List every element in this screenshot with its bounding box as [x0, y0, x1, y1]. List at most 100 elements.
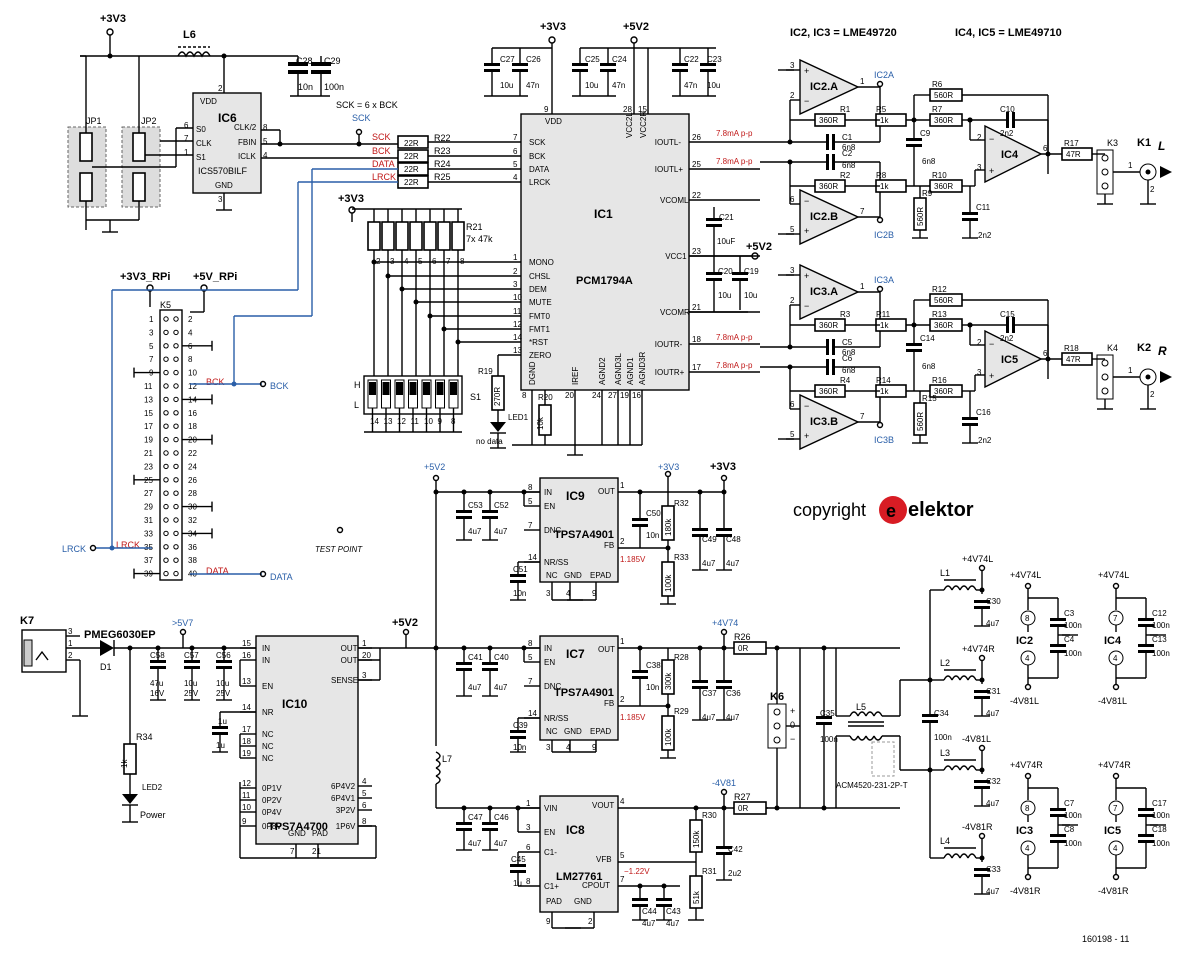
svg-text:SCK: SCK	[352, 113, 371, 123]
label: 4	[1025, 844, 1030, 853]
svg-text:15: 15	[638, 105, 647, 114]
label: 10	[513, 293, 522, 302]
label: C41	[468, 653, 483, 662]
label: 3	[513, 280, 518, 289]
label: 7	[513, 133, 518, 142]
svg-text:C20: C20	[718, 267, 733, 276]
svg-text:IC2, IC3 = LME49720: IC2, IC3 = LME49720	[790, 27, 897, 39]
label: R28	[674, 653, 689, 662]
capacitor	[716, 528, 732, 531]
label: C16	[976, 408, 991, 417]
resistor	[423, 221, 437, 251]
label: 3	[790, 266, 795, 275]
label: 27	[608, 391, 617, 400]
svg-text:7.8mA p-p: 7.8mA p-p	[716, 361, 753, 370]
svg-text:LED2: LED2	[142, 783, 163, 792]
svg-text:no data: no data	[476, 437, 503, 446]
label: IC3B	[874, 435, 894, 445]
svg-text:BCK: BCK	[206, 377, 225, 387]
label: C46	[494, 813, 509, 822]
label: L5	[856, 702, 866, 712]
label: 8	[526, 877, 531, 886]
label: 2n2	[1000, 334, 1014, 343]
label: 0R	[738, 804, 748, 813]
svg-text:PCM1794A: PCM1794A	[576, 275, 633, 287]
label: 11	[242, 791, 251, 800]
label: L7	[442, 754, 452, 764]
resistor	[451, 221, 465, 251]
label: IN	[262, 656, 270, 665]
label: -4V81R	[1010, 886, 1041, 896]
svg-text:1: 1	[184, 148, 189, 157]
ic10-pins: 15IN16IN13EN14NR17NC18NC19NC120P1V110P2V…	[239, 639, 372, 858]
svg-text:3: 3	[68, 627, 73, 636]
label: 300k	[664, 672, 673, 690]
svg-text:9: 9	[544, 105, 549, 114]
label: IOUTR+	[655, 368, 685, 377]
label: R33	[674, 553, 689, 562]
label: −	[804, 401, 809, 411]
capacitor	[826, 339, 829, 355]
label: 16	[242, 651, 251, 660]
label: 2u2	[728, 869, 742, 878]
label: EN	[262, 682, 273, 691]
svg-text:C25: C25	[585, 55, 600, 64]
label: 2	[1150, 185, 1155, 194]
label: BCK	[529, 152, 546, 161]
label: 8	[1025, 614, 1030, 623]
svg-text:10uF: 10uF	[717, 237, 735, 246]
label: 29	[144, 503, 153, 512]
supply-distribution: 0RR260RR27K6+0−C35100nL5ACM4520-231-2P-T…	[724, 554, 1170, 896]
label: K3	[1107, 138, 1118, 148]
svg-text:+5V2: +5V2	[746, 241, 772, 253]
svg-text:JP1: JP1	[86, 116, 102, 126]
svg-text:S0: S0	[196, 125, 206, 134]
power-input: K7 312 PMEG6030EP D1 >5V7 1k R34 LED2 Po…	[20, 615, 436, 859]
top-decoupling: C27 C26 C25 C24 C22 C23 10u 47n 10u 47n …	[484, 48, 722, 97]
label: EPAD	[590, 571, 611, 580]
label: 5	[528, 497, 533, 506]
label: 10u	[216, 679, 229, 688]
svg-text:SCK = 6 x BCK: SCK = 6 x BCK	[336, 100, 398, 110]
clock-section: +3V3 L6 C28 C29 10n 100n VDD IC6 S0 CLK …	[67, 13, 398, 233]
label: C44	[642, 907, 657, 916]
label: 4u7	[468, 527, 482, 536]
regulator-chip	[539, 477, 619, 583]
capacitor	[184, 660, 200, 663]
label: OUT	[341, 656, 358, 665]
svg-text:1u: 1u	[218, 717, 227, 726]
label: 6n8	[842, 348, 856, 357]
label: 31	[144, 516, 153, 525]
label: -4V81L	[962, 734, 991, 744]
label: 19	[242, 749, 251, 758]
svg-text:28: 28	[623, 105, 632, 114]
label: FMT0	[529, 312, 550, 321]
label: 100n	[1152, 621, 1170, 630]
opamp	[799, 58, 860, 116]
copyright-logo: copyright e elektor	[793, 496, 974, 524]
label: 25V	[184, 689, 199, 698]
label: CHSL	[529, 272, 551, 281]
label: 560R	[934, 296, 953, 305]
label: 2	[977, 133, 982, 142]
svg-text:6: 6	[184, 121, 189, 130]
svg-text:DATA: DATA	[206, 566, 229, 576]
svg-text:2: 2	[68, 651, 73, 660]
label: 25	[692, 160, 701, 169]
label: 19	[620, 391, 629, 400]
label: R	[1158, 344, 1167, 358]
label: 560R	[934, 91, 953, 100]
label: 2	[977, 338, 982, 347]
label: -4V81R	[1098, 886, 1129, 896]
label: +3V3	[710, 461, 736, 473]
svg-text:R25: R25	[434, 172, 451, 182]
label: 22	[692, 191, 701, 200]
label: 5	[149, 342, 154, 351]
label: C15	[1000, 310, 1015, 319]
svg-text:2: 2	[218, 84, 223, 93]
label: 1k	[880, 321, 889, 330]
label: +5V2	[424, 462, 445, 472]
label: 2	[790, 296, 795, 305]
